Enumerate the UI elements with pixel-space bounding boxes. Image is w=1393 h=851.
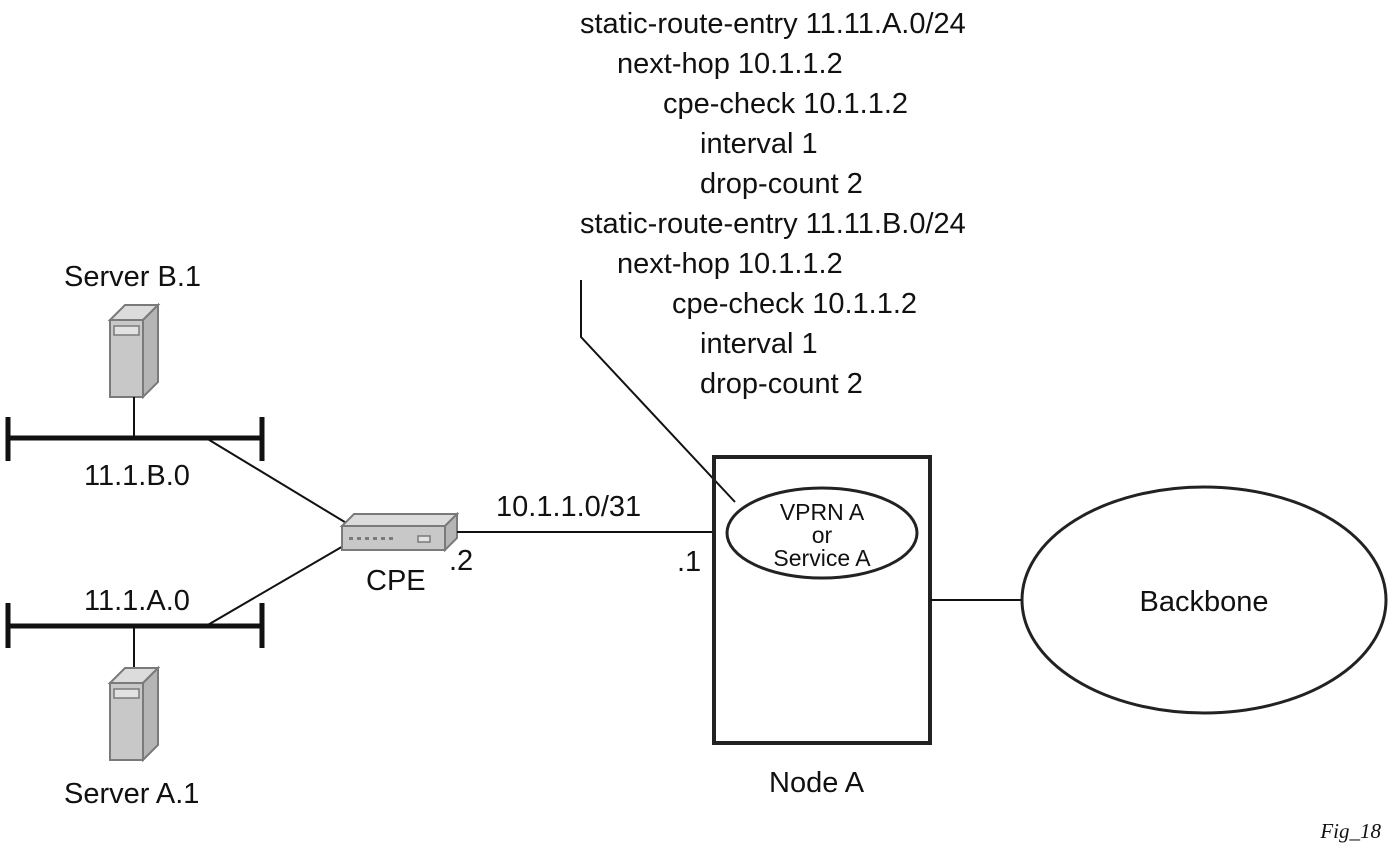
lan-segment-b	[5, 417, 265, 461]
vprn-service-ellipse	[725, 486, 919, 580]
config-line-cpe-check-b: cpe-check 10.1.1.2	[672, 288, 917, 320]
config-callout-line	[580, 280, 736, 503]
server-icon	[107, 665, 161, 763]
config-line-static-route-b: static-route-entry 11.11.B.0/24	[580, 208, 966, 240]
server-b-label: Server B.1	[64, 261, 201, 293]
subnet-b-label: 11.1.B.0	[84, 460, 190, 492]
config-line-drop-count-b: drop-count 2	[700, 368, 863, 400]
server-a-label: Server A.1	[64, 778, 199, 810]
config-line-static-route-a: static-route-entry 11.11.A.0/24	[580, 8, 966, 40]
backbone-label: Backbone	[1140, 586, 1269, 618]
config-line-interval-b: interval 1	[700, 328, 818, 360]
node-a-label: Node A	[769, 767, 865, 799]
config-line-interval-a: interval 1	[700, 128, 818, 160]
backbone-cloud	[1020, 485, 1388, 715]
config-line-cpe-check-a: cpe-check 10.1.1.2	[663, 88, 908, 120]
cpe-label: CPE	[366, 565, 426, 597]
vprn-label-line2: or	[812, 522, 833, 548]
subnet-a-label: 11.1.A.0	[84, 585, 190, 617]
vprn-label-line3: Service A	[773, 545, 871, 571]
link-subnet-label: 10.1.1.0/31	[496, 491, 641, 523]
vprn-label-line1: VPRN A	[780, 499, 865, 525]
server-icon	[107, 302, 161, 400]
node-a-interface-label: .1	[677, 546, 701, 578]
config-block: static-route-entry 11.11.A.0/24 next-hop…	[580, 8, 966, 400]
config-line-drop-count-a: drop-count 2	[700, 168, 863, 200]
link-lan-a-cpe	[205, 544, 346, 627]
config-line-next-hop-b: next-hop 10.1.1.2	[617, 248, 843, 280]
link-lan-b-cpe	[205, 437, 349, 525]
config-line-next-hop-a: next-hop 10.1.1.2	[617, 48, 843, 80]
cpe-interface-label: .2	[449, 545, 473, 577]
figure-label: Fig_18	[1319, 819, 1381, 843]
router-icon	[339, 511, 460, 553]
